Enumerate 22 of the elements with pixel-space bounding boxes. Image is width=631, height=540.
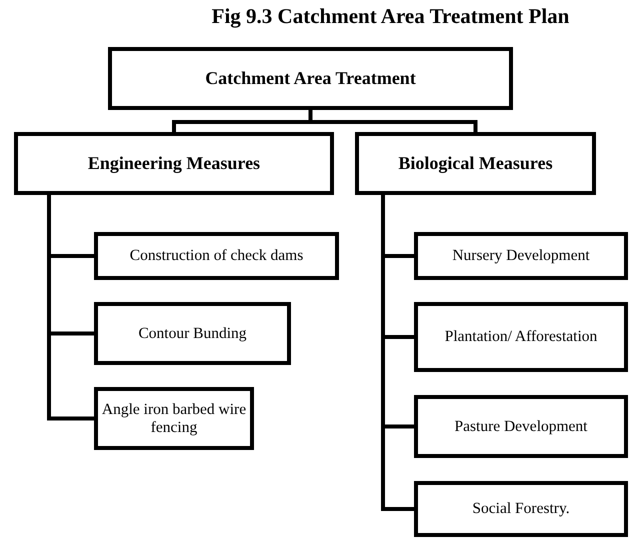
process-box [94,302,291,365]
process-box [94,387,254,450]
diagram-title: Fig 9.3 Catchment Area Treatment Plan [210,4,570,29]
box-label: Nursery Development [452,247,590,265]
process-box [414,481,628,537]
process-box [14,132,334,195]
box-label: Contour Bunding [138,324,247,342]
process-box [414,395,628,458]
process-box [355,132,596,195]
process-box [108,47,513,110]
process-box [414,302,628,372]
box-label: Engineering Measures [88,153,260,174]
connector-line [381,195,414,511]
box-label: Pasture Development [454,418,588,436]
process-box [94,232,339,280]
box-label: Construction of check dams [130,247,304,265]
box-label: Angle iron barbed wire fencing [100,400,248,436]
box-label: Plantation/ Afforestation [444,328,598,346]
box-label: Catchment Area Treatment [205,68,416,89]
box-label: Biological Measures [398,153,553,174]
process-box [414,232,628,280]
box-label: Social Forestry. [472,500,570,518]
